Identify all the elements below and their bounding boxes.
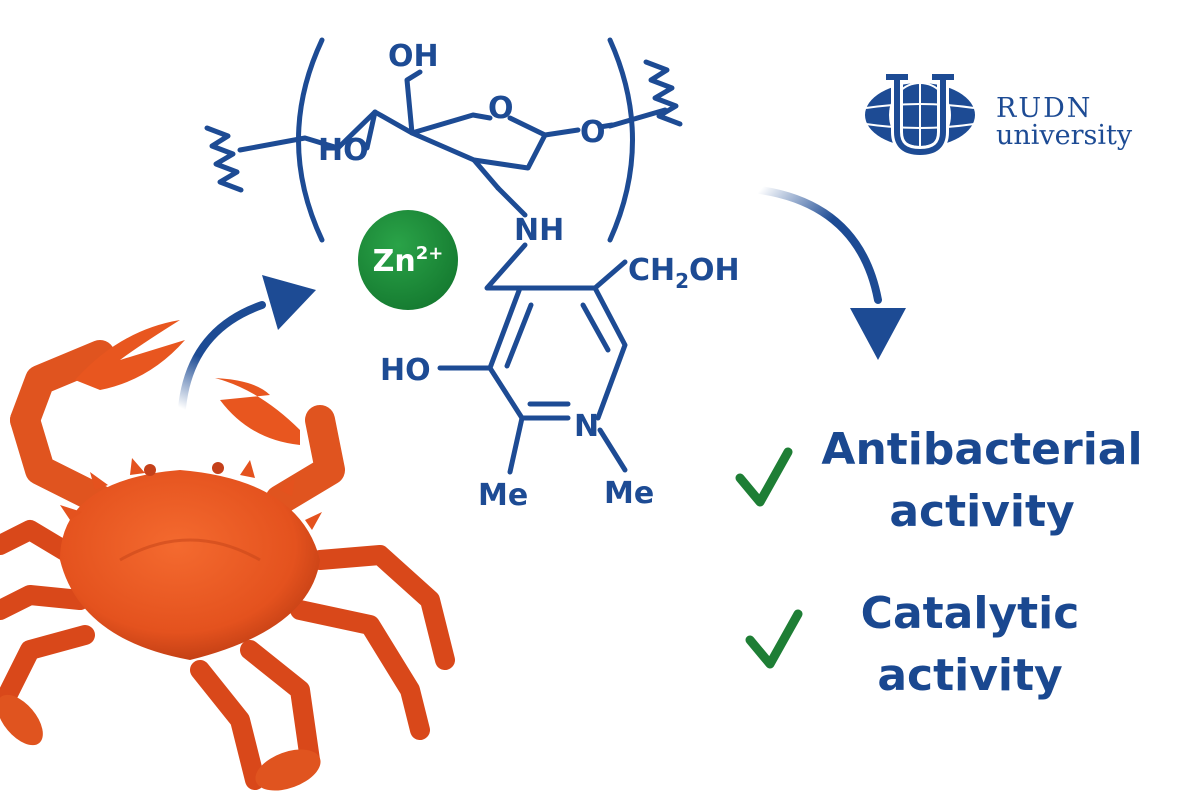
result-antibacterial: Antibacterial activity <box>812 428 1152 534</box>
arrow-molecule-to-results <box>756 186 906 360</box>
zinc-symbol: Zn <box>373 244 416 279</box>
zinc-label: Zn2+ <box>373 243 444 279</box>
bracket-right <box>607 37 635 243</box>
result-antibacterial-line2: activity <box>889 486 1075 537</box>
label-link-oxygen: O <box>580 115 606 150</box>
arrow-crab-to-molecule <box>178 275 316 412</box>
arrow-head-right <box>850 308 906 360</box>
rudn-logo-emblem <box>865 74 975 159</box>
zinc-charge: 2+ <box>416 243 444 264</box>
check-icon <box>745 609 803 669</box>
chitosan-structure <box>204 37 683 243</box>
pyridine-structure <box>437 242 628 475</box>
result-antibacterial-line1: Antibacterial <box>821 424 1143 475</box>
crab-illustration <box>0 320 455 791</box>
crab-claw-left <box>75 320 185 390</box>
label-n-pyridine: N <box>574 409 599 444</box>
arrow-head-left <box>262 275 316 330</box>
check-icon <box>735 447 793 507</box>
pyridine-labels: CH2OH HO N Me Me <box>380 253 740 513</box>
chitosan-labels: OH O O HO NH <box>318 39 606 248</box>
logo-subtitle: university <box>996 120 1133 151</box>
logo-name: RUDN <box>996 93 1093 124</box>
zinc-ion-badge: Zn2+ <box>358 210 458 310</box>
label-ho-pyridine: HO <box>380 353 431 388</box>
label-ch2oh-sub: 2 <box>675 269 689 293</box>
label-oh-top: OH <box>388 39 439 74</box>
label-ch2oh-tail: OH <box>689 253 740 288</box>
label-ch2oh: CH2OH <box>628 253 740 293</box>
result-catalytic-line2: activity <box>877 650 1063 701</box>
label-ring-oxygen: O <box>488 91 514 126</box>
crab-claw-right <box>215 378 300 445</box>
label-nh: NH <box>514 213 564 248</box>
label-ho-left: HO <box>318 133 369 168</box>
wavy-end-right <box>643 59 683 127</box>
label-me-right: Me <box>604 476 654 511</box>
crab-shell <box>60 470 320 660</box>
label-ch2oh-main: CH <box>628 253 675 288</box>
wavy-end-left <box>204 125 244 193</box>
result-catalytic-line1: Catalytic <box>860 588 1080 639</box>
result-catalytic: Catalytic activity <box>850 592 1090 698</box>
label-me-left: Me <box>478 478 528 513</box>
